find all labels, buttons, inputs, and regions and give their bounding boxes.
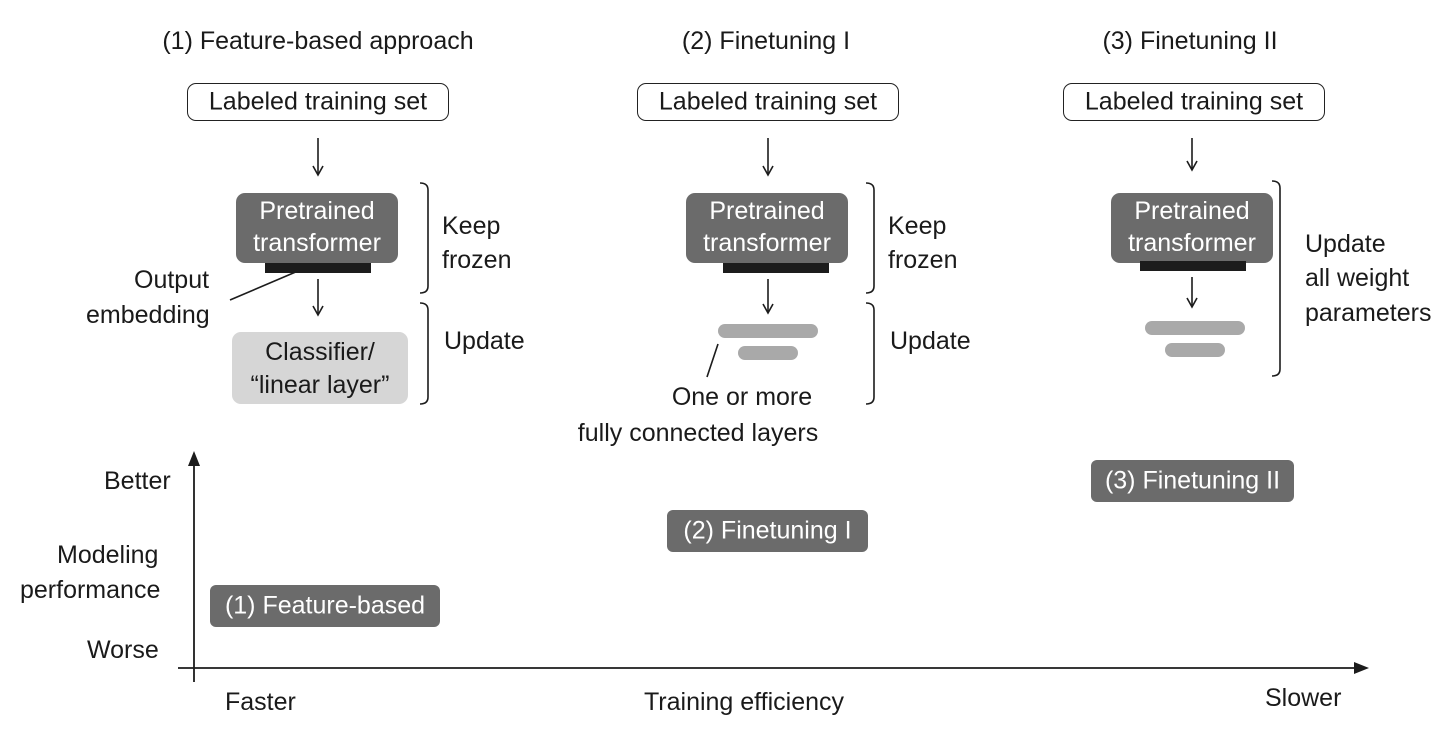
x-axis-title: Training efficiency <box>643 688 845 716</box>
point-finetuning-2: (3) Finetuning II <box>1091 460 1294 502</box>
panel-1-frozen-label: frozen <box>442 246 512 274</box>
arrowhead-1a <box>312 165 324 177</box>
panel-1-output-label-line2: embedding <box>86 301 210 329</box>
panel-1-training-set-box: Labeled training set <box>187 83 449 121</box>
point-finetuning-1: (2) Finetuning I <box>667 510 868 552</box>
arrowhead-3a <box>1186 160 1198 172</box>
y-axis-title-line1: Modeling <box>57 541 159 569</box>
x-axis-right-label: Slower <box>1265 684 1342 712</box>
panel-1-training-set-label: Labeled training set <box>208 87 428 116</box>
panel-1-pretrained-transformer: Pretrained transformer <box>236 193 398 263</box>
panel-2-fc-layer-2 <box>738 346 798 360</box>
panel-1-model-line1: Pretrained <box>259 197 375 225</box>
arrowhead-2b <box>762 303 774 315</box>
panel-3-fc-layer-1 <box>1145 321 1245 335</box>
panel-3-training-set-label: Labeled training set <box>1084 87 1304 116</box>
panel-2-keep-label: Keep <box>888 212 947 240</box>
arrowhead-3b <box>1186 297 1198 309</box>
bracket-update-2 <box>865 302 875 405</box>
y-axis-arrowhead <box>188 451 200 466</box>
panel-2-fc-layer-1 <box>718 324 818 338</box>
point-feature-based: (1) Feature-based <box>210 585 440 627</box>
panel-3-fc-layer-2 <box>1165 343 1225 357</box>
panel-2-training-set-box: Labeled training set <box>637 83 899 121</box>
bracket-keep-frozen-2 <box>865 182 875 294</box>
arrowhead-1b <box>312 305 324 317</box>
bracket-update-1 <box>419 302 429 405</box>
panel-3-bracket-line2: all weight <box>1305 264 1410 292</box>
panel-1-output-label-line1: Output <box>134 266 210 294</box>
panel-2-training-set-label: Labeled training set <box>658 87 878 116</box>
panel-1-keep-label: Keep <box>442 212 501 240</box>
panel-1-update-label: Update <box>444 327 525 355</box>
panel-3-model-line2: transformer <box>1128 229 1256 257</box>
output-embedding-pointer <box>229 270 299 301</box>
x-axis-left-label: Faster <box>225 688 296 716</box>
panel-2-title: (2) Finetuning I <box>681 27 851 55</box>
y-axis-top-label: Better <box>104 467 171 495</box>
panel-3-bracket-line3: parameters <box>1305 299 1432 327</box>
bracket-keep-frozen-1 <box>419 182 429 294</box>
y-axis-bottom-label: Worse <box>87 636 159 664</box>
panel-2-fc-label-line1: One or more <box>671 383 813 411</box>
panel-3-bracket-line1: Update <box>1305 230 1386 258</box>
panel-2-model-line1: Pretrained <box>709 197 825 225</box>
panel-1-title: (1) Feature-based approach <box>162 27 474 55</box>
panel-1-classifier-line2: “linear layer” <box>250 371 390 399</box>
panel-3-model-line1: Pretrained <box>1134 197 1250 225</box>
panel-1-classifier-line1: Classifier/ <box>265 338 375 366</box>
point-finetuning-2-label: (3) Finetuning II <box>1104 466 1281 495</box>
x-axis-arrowhead <box>1354 662 1369 674</box>
panel-2-update-label: Update <box>890 327 971 355</box>
point-feature-based-label: (1) Feature-based <box>224 591 426 620</box>
panel-2-pretrained-transformer: Pretrained transformer <box>686 193 848 263</box>
panel-2-model-line2: transformer <box>703 229 831 257</box>
panel-3-pretrained-transformer: Pretrained transformer <box>1111 193 1273 263</box>
panel-1-output-embedding-bar <box>265 263 371 273</box>
panel-3-title: (3) Finetuning II <box>1102 27 1278 55</box>
panel-2-output-embedding-bar <box>723 263 829 273</box>
panel-1-model-line2: transformer <box>253 229 381 257</box>
panel-2-fc-label-line2: fully connected layers <box>577 419 819 447</box>
panel-3-output-embedding-bar <box>1140 261 1246 271</box>
bracket-update-all-3 <box>1271 180 1281 377</box>
point-finetuning-1-label: (2) Finetuning I <box>683 516 852 545</box>
panel-1-classifier-box: Classifier/ “linear layer” <box>232 332 408 404</box>
y-axis-title-line2: performance <box>20 576 161 604</box>
panel-3-training-set-box: Labeled training set <box>1063 83 1325 121</box>
arrowhead-2a <box>762 165 774 177</box>
panel-2-frozen-label: frozen <box>888 246 958 274</box>
fc-label-pointer <box>706 343 719 378</box>
